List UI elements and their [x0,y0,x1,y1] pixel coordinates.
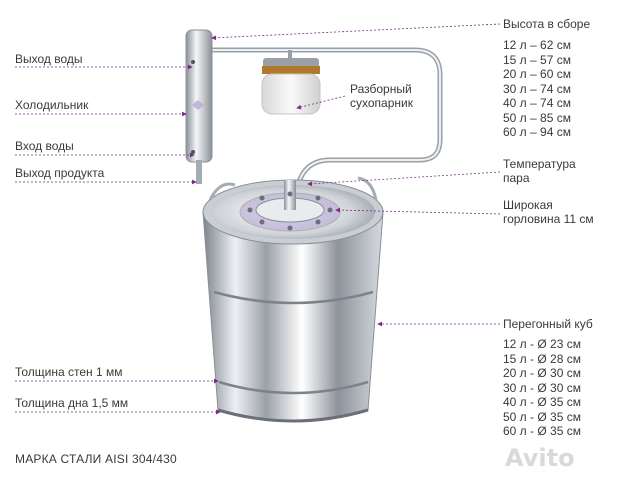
height-item: 60 л – 94 см [503,125,571,139]
steel-grade-footer: МАРКА СТАЛИ AISI 304/430 [15,452,177,466]
label-water-in: Вход воды [15,139,74,153]
label-water-out: Выход воды [15,52,83,66]
label-wall-thickness: Толщина стен 1 мм [15,365,123,379]
vapor-pipe [207,47,443,188]
label-vapor-temp-line1: Температура [503,157,576,171]
label-bottom-thickness: Толщина дна 1,5 мм [15,396,129,410]
label-neck-line1: Широкая [503,198,553,212]
leader-lines [15,23,501,415]
label-steam-trap-line1: Разборный [350,82,412,96]
height-item: 50 л – 85 см [503,110,571,125]
label-cube-title: Перегонный куб [503,317,593,331]
height-item: 30 л – 74 см [503,81,571,96]
height-list: 12 л – 62 см 15 л – 57 см 20 л – 60 см 3… [503,38,571,140]
label-neck-line2: горловина 11 см [503,212,594,226]
distillation-pot [202,176,384,423]
diameter-item: 20 л - Ø 30 см [503,366,581,380]
diameter-list: 12 л - Ø 23 см 15 л - Ø 28 см 20 л - Ø 3… [503,337,581,439]
diameter-item: 50 л - Ø 35 см [503,409,581,424]
label-steam-trap-line2: сухопарник [350,96,413,110]
diameter-item: 60 л - Ø 35 см [503,424,581,438]
condenser-column [185,29,213,184]
steam-trap-jar [261,58,321,115]
label-product-out: Выход продукта [15,166,105,180]
diameter-item: 15 л - Ø 28 см [503,351,581,366]
diameter-item: 30 л - Ø 30 см [503,380,581,395]
label-height-title: Высота в сборе [503,17,591,31]
height-item: 15 л – 57 см [503,52,571,67]
height-item: 12 л – 62 см [503,38,571,52]
height-item: 40 л – 74 см [503,96,571,110]
avito-watermark: Avito [505,444,575,472]
diameter-item: 12 л - Ø 23 см [503,337,581,351]
label-vapor-temp-line2: пара [503,171,530,185]
diameter-item: 40 л - Ø 35 см [503,395,581,409]
height-item: 20 л – 60 см [503,67,571,81]
label-condenser: Холодильник [15,98,89,112]
